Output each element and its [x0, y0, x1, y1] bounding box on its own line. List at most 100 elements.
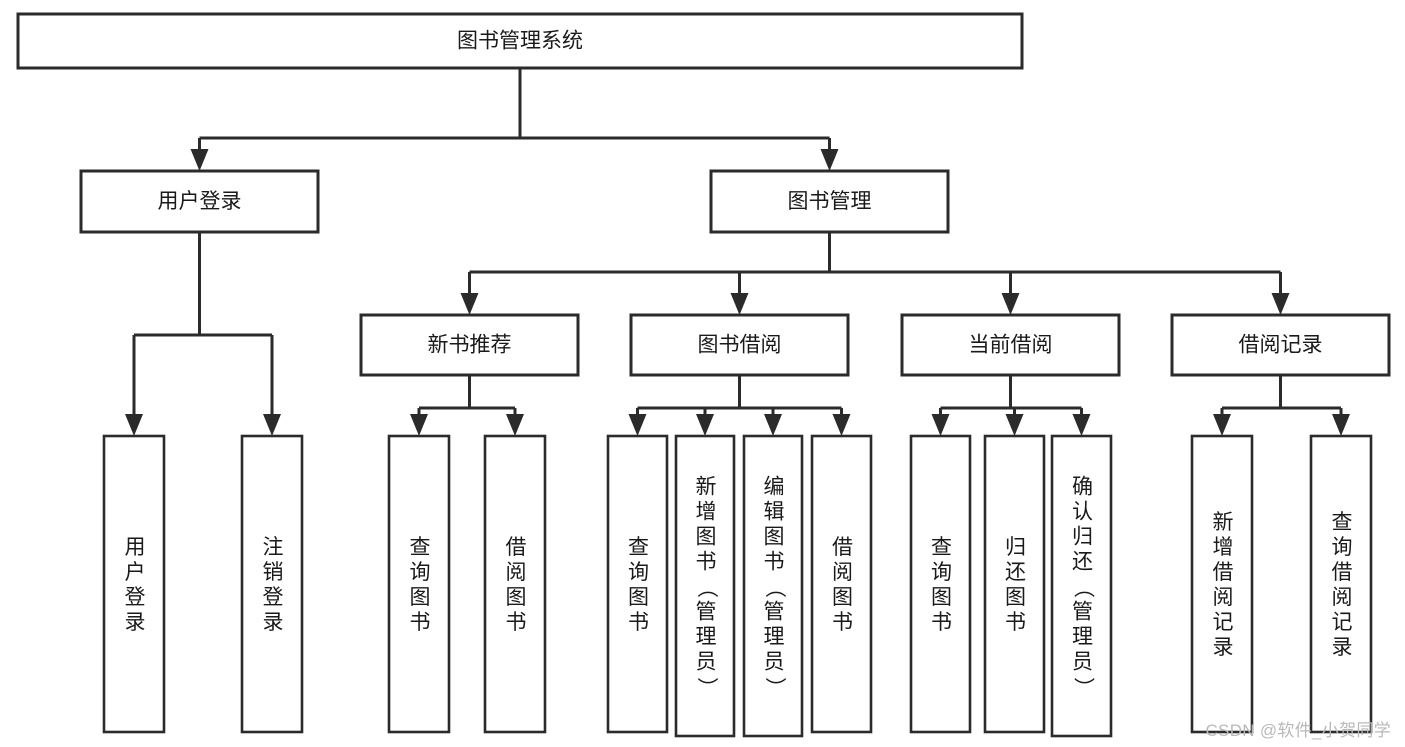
node-label-char: 查 — [1332, 511, 1353, 534]
node-box-book-manage — [709, 169, 950, 234]
node-label-char: 阅 — [1332, 586, 1353, 609]
node-label-char: 借 — [1213, 561, 1234, 584]
node-label-char: 书 — [832, 611, 853, 634]
node-label-char: 还 — [1005, 561, 1026, 584]
node-new-book-recommend[interactable]: 新书推荐 — [359, 313, 580, 377]
node-label-char: ） — [763, 677, 786, 698]
node-box-leaf-user-login — [102, 434, 166, 734]
node-layer: 图书管理系统用户登录图书管理新书推荐图书借阅当前借阅借阅记录用户登录注销登录查询… — [16, 12, 1391, 738]
node-label-char: 书 — [931, 611, 952, 634]
node-book-manage[interactable]: 图书管理 — [709, 169, 950, 234]
node-box-leaf-borrow-add-book — [674, 434, 736, 738]
node-label-char: 记 — [1332, 611, 1353, 634]
node-label-char: 员 — [764, 651, 785, 674]
node-user-login[interactable]: 用户登录 — [79, 169, 320, 234]
node-box-leaf-rec-query-record — [1309, 434, 1373, 734]
node-box-root — [16, 12, 1024, 70]
node-label-char: 阅 — [1213, 586, 1234, 609]
node-label-char: 阅 — [832, 561, 853, 584]
node-label-root: 图书管理系统 — [457, 30, 583, 53]
node-label-char: 借 — [1332, 561, 1353, 584]
node-label-char: 员 — [696, 651, 717, 674]
node-current-borrow[interactable]: 当前借阅 — [900, 313, 1121, 377]
node-label-char: 书 — [410, 611, 431, 634]
node-label-char: 户 — [125, 561, 146, 584]
node-label-char: 书 — [1005, 611, 1026, 634]
node-label-char: 员 — [1072, 651, 1093, 674]
node-label-char: 登 — [125, 586, 146, 609]
node-box-leaf-borrow-edit-book — [742, 434, 804, 738]
node-label-char: （ — [1072, 577, 1095, 598]
node-label-char: 询 — [410, 561, 431, 584]
node-label-current-borrow: 当前借阅 — [969, 334, 1053, 357]
node-label-char: 图 — [931, 586, 952, 609]
node-label-char: 图 — [764, 526, 785, 549]
node-box-leaf-cur-query-book — [909, 434, 972, 734]
node-label-char: （ — [695, 577, 718, 598]
node-label-char: 录 — [125, 611, 146, 634]
node-box-leaf-borrow-borrow-book — [810, 434, 873, 734]
node-box-leaf-rec-query-book — [387, 434, 451, 734]
node-borrow-record[interactable]: 借阅记录 — [1170, 313, 1391, 377]
node-label-char: 书 — [628, 611, 649, 634]
node-label-char: 书 — [506, 611, 527, 634]
node-label-char: 注 — [263, 536, 284, 559]
node-label-char: 图 — [832, 586, 853, 609]
node-label-char: ） — [695, 677, 718, 698]
node-label-char: 阅 — [506, 561, 527, 584]
node-box-book-borrow — [629, 313, 850, 377]
node-label-char: 理 — [764, 626, 785, 649]
node-label-char: 增 — [1213, 536, 1234, 559]
node-label-char: 记 — [1213, 611, 1234, 634]
node-label-char: 书 — [696, 551, 717, 574]
node-label-char: 新 — [1213, 511, 1234, 534]
node-label-char: 录 — [1332, 636, 1353, 659]
node-label-char: 查 — [628, 536, 649, 559]
node-book-borrow[interactable]: 图书借阅 — [629, 313, 850, 377]
node-label-char: 编 — [764, 476, 785, 499]
node-label-char: 查 — [410, 536, 431, 559]
node-box-user-login — [79, 169, 320, 234]
node-label-char: 管 — [764, 601, 785, 624]
node-label-char: 书 — [764, 551, 785, 574]
node-label-char: 图 — [628, 586, 649, 609]
connector-layer — [125, 68, 1350, 436]
node-box-borrow-record — [1170, 313, 1391, 377]
node-label-char: 销 — [263, 561, 284, 584]
node-label-char: 管 — [696, 601, 717, 624]
node-box-leaf-cur-confirm-return — [1050, 434, 1113, 738]
node-label-char: 图 — [506, 586, 527, 609]
node-label-char: 查 — [931, 536, 952, 559]
node-box-leaf-user-logout — [240, 434, 304, 734]
node-label-char: 归 — [1005, 536, 1026, 559]
node-label-char: 录 — [1213, 636, 1234, 659]
node-box-new-book-recommend — [359, 313, 580, 377]
node-label-char: 归 — [1072, 526, 1093, 549]
node-label-user-login: 用户登录 — [158, 190, 242, 213]
node-label-char: 还 — [1072, 551, 1093, 574]
node-root[interactable]: 图书管理系统 — [16, 12, 1024, 70]
node-label-new-book-recommend: 新书推荐 — [428, 334, 512, 357]
node-box-leaf-rec-add-record — [1190, 434, 1254, 734]
node-box-leaf-cur-return-book — [983, 434, 1046, 734]
node-label-char: ） — [1072, 677, 1095, 698]
node-label-char: 图 — [1005, 586, 1026, 609]
node-box-leaf-rec-borrow-book — [483, 434, 547, 734]
node-label-char: 询 — [1332, 536, 1353, 559]
node-leaf-user-login[interactable]: 用户登录 — [102, 434, 166, 734]
node-label-char: 理 — [1072, 626, 1093, 649]
